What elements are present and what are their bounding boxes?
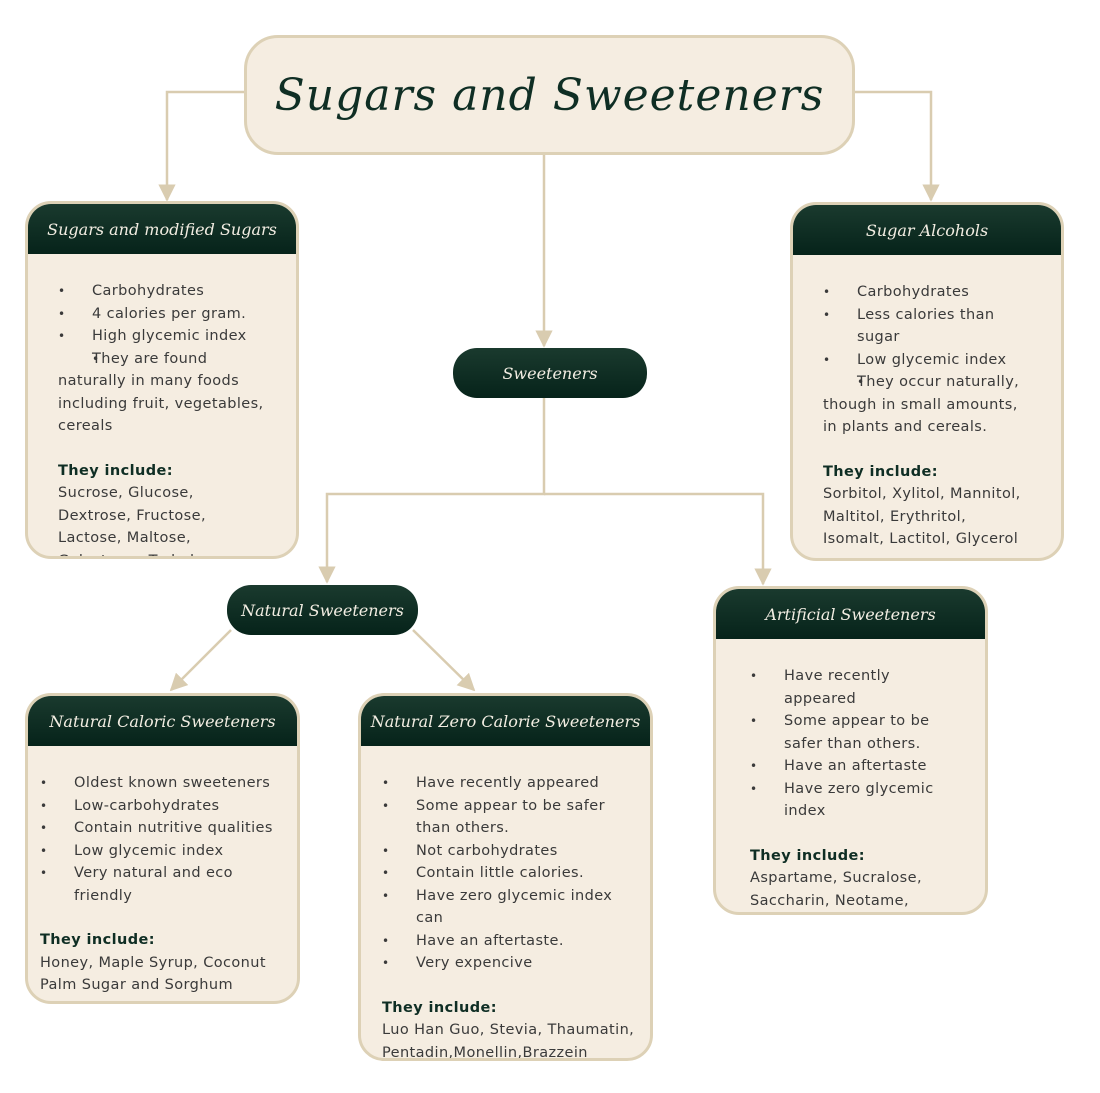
- card-zero-calorie-bullet-7: Very expencive: [382, 952, 638, 975]
- connector-sweeteners-split: [318, 398, 546, 584]
- connector-title-to-alcohols: [855, 90, 940, 202]
- card-alcohols-bullet-2: Less calories than sugar: [823, 304, 1031, 349]
- card-alcohols-include-heading: They include:: [823, 463, 938, 480]
- card-sugars-include-text: Sucrose, Glucose, Dextrose, Fructose, La…: [58, 485, 226, 556]
- card-sugars-bullet-1: Carbohydrates: [58, 280, 266, 303]
- card-alcohols-header: Sugar Alcohols: [793, 205, 1061, 255]
- card-zero-calorie-bullet-6: Have an aftertaste.: [382, 930, 638, 953]
- card-artificial-bullet-4: Have zero glycemic index: [750, 778, 955, 823]
- connector-natural-to-caloric: [169, 629, 232, 692]
- card-caloric-bullet-1: Oldest known sweeteners: [40, 772, 285, 795]
- card-caloric: Natural Caloric Sweeteners Oldest known …: [25, 693, 300, 1004]
- connector-natural-to-zero: [412, 629, 476, 692]
- card-caloric-bullet-4: Low glycemic index: [40, 840, 285, 863]
- card-sugars-bullet-4: They are found naturally in many foods i…: [58, 348, 266, 438]
- card-zero-calorie-include-text: Luo Han Guo, Stevia, Thaumatin, Pentadin…: [382, 1022, 635, 1061]
- card-sugars: Sugars and modified Sugars Carbohydrates…: [25, 201, 299, 559]
- card-zero-calorie-body: Have recently appeared Some appear to be…: [361, 746, 650, 1061]
- card-caloric-bullet-2: Low-carbohydrates: [40, 795, 285, 818]
- card-sugars-bullet-2: 4 calories per gram.: [58, 303, 266, 326]
- card-alcohols-bullet-4: They occur naturally, though in small am…: [823, 371, 1031, 439]
- card-zero-calorie: Natural Zero Calorie Sweeteners Have rec…: [358, 693, 653, 1061]
- diagram-title: Sugars and Sweeteners: [274, 69, 825, 121]
- card-artificial-bullet-1: Have recently appeared: [750, 665, 955, 710]
- card-zero-calorie-bullet-4: Contain little calories.: [382, 862, 638, 885]
- card-caloric-bullet-5: Very natural and eco friendly: [40, 862, 285, 907]
- card-alcohols-body: Carbohydrates Less calories than sugar L…: [793, 255, 1061, 551]
- card-artificial-bullet-2: Some appear to be safer than others.: [750, 710, 955, 755]
- card-zero-calorie-bullet-5: Have zero glycemic index can: [382, 885, 638, 930]
- card-caloric-bullet-3: Contain nutritive qualities: [40, 817, 285, 840]
- card-sugars-body: Carbohydrates 4 calories per gram. High …: [28, 254, 296, 556]
- card-zero-calorie-header: Natural Zero Calorie Sweeteners: [361, 696, 650, 746]
- card-sugars-include-heading: They include:: [58, 462, 173, 479]
- card-artificial-include-heading: They include:: [750, 847, 865, 864]
- card-zero-calorie-bullet-2: Some appear to be safer than others.: [382, 795, 638, 840]
- card-alcohols-bullet-1: Carbohydrates: [823, 281, 1031, 304]
- card-artificial-include-text: Aspartame, Sucralose, Saccharin, Neotame…: [750, 870, 922, 909]
- card-caloric-body: Oldest known sweeteners Low-carbohydrate…: [28, 746, 297, 1002]
- card-artificial-bullet-3: Have an aftertaste: [750, 755, 955, 778]
- card-caloric-include-text: Honey, Maple Syrup, Coconut Palm Sugar a…: [40, 954, 266, 1002]
- card-sugars-header: Sugars and modified Sugars: [28, 204, 296, 254]
- card-caloric-include-heading: They include:: [40, 932, 155, 948]
- connector-title-to-sugars: [158, 90, 244, 202]
- card-artificial: Artificial Sweeteners Have recently appe…: [713, 586, 988, 915]
- title-box: Sugars and Sweeteners: [244, 35, 855, 155]
- natural-sweeteners-node: Natural Sweeteners: [227, 585, 418, 635]
- sweeteners-node: Sweeteners: [453, 348, 647, 398]
- card-zero-calorie-bullet-3: Not carbohydrates: [382, 840, 638, 863]
- card-zero-calorie-include-heading: They include:: [382, 999, 497, 1016]
- connector-sweeteners-to-artificial: [544, 492, 772, 586]
- card-artificial-header: Artificial Sweeteners: [716, 589, 985, 639]
- card-caloric-header: Natural Caloric Sweeteners: [28, 696, 297, 746]
- card-alcohols-bullet-3: Low glycemic index: [823, 349, 1031, 372]
- card-alcohols-include-text: Sorbitol, Xylitol, Mannitol, Maltitol, E…: [823, 486, 1021, 547]
- card-artificial-body: Have recently appeared Some appear to be…: [716, 639, 985, 912]
- card-sugars-bullet-3: High glycemic index: [58, 325, 266, 348]
- card-zero-calorie-bullet-1: Have recently appeared: [382, 772, 638, 795]
- card-alcohols: Sugar Alcohols Carbohydrates Less calori…: [790, 202, 1064, 561]
